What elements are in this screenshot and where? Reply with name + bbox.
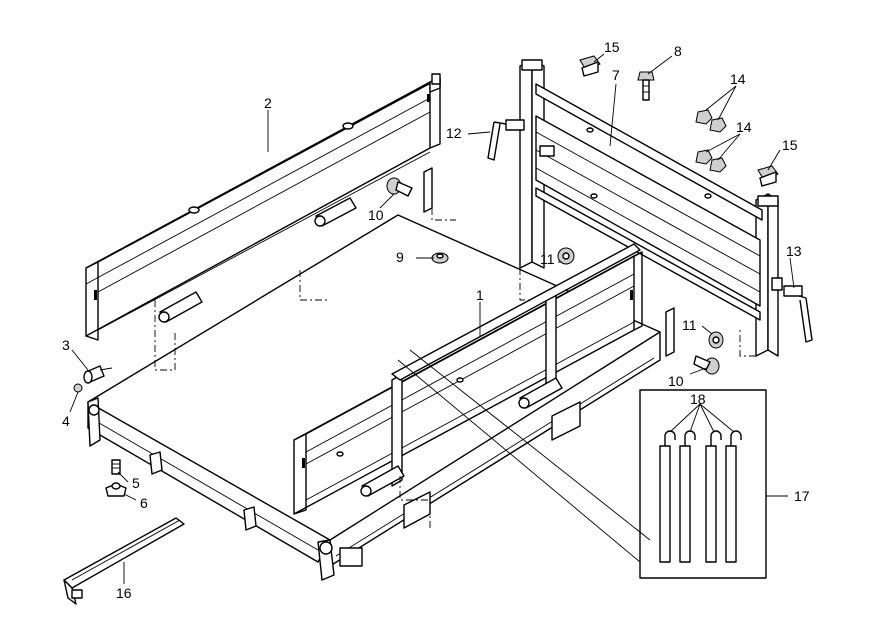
label-15a: 15 bbox=[604, 39, 620, 55]
bolt-3 bbox=[83, 365, 113, 384]
stake-18-d bbox=[725, 430, 742, 563]
nuts-14b bbox=[695, 149, 727, 173]
side-panel-2 bbox=[85, 73, 441, 341]
callout-labels: 2 1 3 4 5 6 7 8 9 10 10 11 11 12 13 14 1… bbox=[62, 39, 810, 601]
bolt-10a bbox=[386, 177, 413, 197]
cap-15a bbox=[579, 55, 601, 77]
label-7: 7 bbox=[612, 67, 620, 83]
nut-4 bbox=[73, 383, 83, 393]
nuts-14a bbox=[695, 109, 727, 133]
stake-set-box-17 bbox=[639, 389, 767, 579]
label-3: 3 bbox=[62, 337, 70, 353]
handle-12 bbox=[487, 119, 525, 161]
label-18: 18 bbox=[690, 391, 706, 407]
label-8: 8 bbox=[674, 43, 682, 59]
bolt-8 bbox=[637, 71, 655, 101]
label-11b: 11 bbox=[682, 317, 697, 333]
label-11a: 11 bbox=[540, 251, 555, 267]
wing-nut-6 bbox=[105, 482, 127, 497]
corner-pins bbox=[423, 167, 675, 357]
label-15b: 15 bbox=[782, 137, 798, 153]
label-2: 2 bbox=[264, 95, 272, 111]
label-14a: 14 bbox=[730, 71, 746, 87]
label-1: 1 bbox=[476, 287, 484, 303]
handle-13 bbox=[783, 285, 813, 343]
collar-11a bbox=[557, 247, 575, 265]
side-panel-1 bbox=[293, 243, 643, 530]
label-13: 13 bbox=[786, 243, 802, 259]
label-9: 9 bbox=[396, 249, 404, 265]
bolt-10b bbox=[693, 355, 720, 375]
label-4: 4 bbox=[62, 413, 70, 429]
label-10a: 10 bbox=[368, 207, 384, 223]
tow-bar-16 bbox=[63, 517, 185, 605]
label-10b: 10 bbox=[668, 373, 684, 389]
cap-15b bbox=[757, 165, 779, 187]
leader-lines bbox=[69, 53, 795, 584]
stake-18-c bbox=[705, 430, 722, 563]
label-14b: 14 bbox=[736, 119, 752, 135]
collar-11b bbox=[708, 331, 724, 349]
gate-panel-7 bbox=[519, 59, 783, 357]
label-17: 17 bbox=[794, 488, 810, 504]
screw-5 bbox=[111, 459, 121, 475]
label-6: 6 bbox=[140, 495, 148, 511]
label-12: 12 bbox=[446, 125, 462, 141]
label-5: 5 bbox=[132, 475, 140, 491]
washer-9 bbox=[431, 252, 449, 264]
stake-18-b bbox=[679, 430, 696, 563]
stake-18-a bbox=[659, 430, 676, 563]
label-16: 16 bbox=[116, 585, 132, 601]
floor-platform bbox=[87, 214, 661, 581]
